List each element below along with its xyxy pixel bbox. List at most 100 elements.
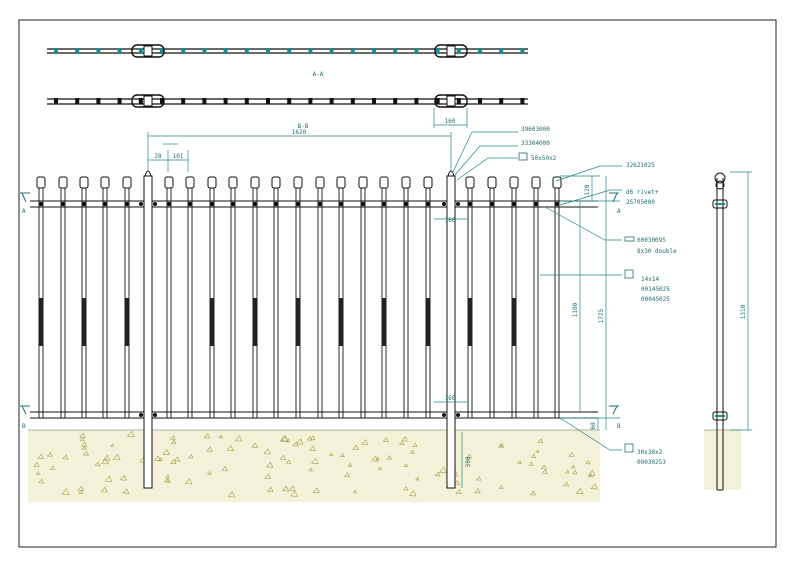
gravel-mark xyxy=(188,453,194,459)
end-gap-dim: 28 xyxy=(154,153,162,160)
plan-bar-section xyxy=(372,48,376,54)
rivet xyxy=(273,201,279,207)
plan-bar-section xyxy=(414,98,419,104)
gravel-mark xyxy=(403,463,409,468)
gravel-mark xyxy=(540,464,547,470)
rail-size: 8x30 double xyxy=(637,248,677,255)
gravel-mark xyxy=(535,449,540,453)
bar-twist-detail xyxy=(338,298,344,346)
rivet xyxy=(60,201,66,207)
gravel-mark xyxy=(474,488,481,494)
gravel-mark xyxy=(170,439,177,445)
plan-bar-section xyxy=(435,98,440,104)
gravel-mark xyxy=(564,469,570,474)
gravel-mark xyxy=(61,488,70,495)
plan-bar-section xyxy=(350,48,355,54)
plan-bar-section xyxy=(478,98,482,104)
plan-bar-section xyxy=(266,98,270,104)
gravel-mark xyxy=(588,473,593,478)
gravel-mark xyxy=(279,454,286,461)
spear-top-code: 32621025 xyxy=(626,162,655,169)
plan-bar-section xyxy=(138,48,143,54)
bottom-rail xyxy=(30,411,598,419)
top-offset-dim: 120 xyxy=(584,184,591,195)
gravel-mark xyxy=(530,490,536,496)
gravel-mark xyxy=(279,434,289,442)
gravel-mark xyxy=(38,478,45,484)
foot-section-symbol xyxy=(624,443,634,453)
plan-post-clamp xyxy=(434,44,468,58)
rivet xyxy=(102,201,108,207)
rivet xyxy=(317,201,323,207)
plan-bar-section xyxy=(181,48,186,54)
plan-bar-section xyxy=(287,98,292,104)
gravel-mark xyxy=(33,461,40,467)
bar-twist-detail xyxy=(467,298,473,346)
gravel-mark xyxy=(498,484,504,489)
spear-top xyxy=(465,176,475,189)
gravel-mark xyxy=(162,449,170,456)
gravel-mark xyxy=(288,485,296,491)
gravel-mark xyxy=(352,444,359,451)
gravel-mark xyxy=(119,474,127,481)
spear-top xyxy=(379,176,389,189)
post-rivet xyxy=(139,202,143,206)
bar-section-symbol xyxy=(624,269,634,279)
gravel-mark xyxy=(570,464,576,469)
plan-bar-section xyxy=(117,98,122,104)
plan-post-section xyxy=(143,45,153,57)
gravel-mark xyxy=(590,483,598,490)
post-band-top-dim: 160 xyxy=(445,217,456,224)
rivet xyxy=(38,201,44,207)
bar-twist-detail xyxy=(81,298,87,346)
gravel-mark xyxy=(412,442,418,448)
rivet xyxy=(489,201,495,207)
plan-bar-section xyxy=(75,98,80,104)
gravel-mark xyxy=(218,434,224,439)
plan-bar-section xyxy=(202,48,207,54)
gravel-mark xyxy=(339,453,345,458)
plan-bar-section xyxy=(223,98,228,104)
rail-code: 00030095 xyxy=(637,237,666,244)
gravel-mark xyxy=(398,440,405,446)
gravel-mark xyxy=(409,449,415,454)
gravel-mark xyxy=(328,452,334,457)
spear-top xyxy=(100,176,110,189)
bar-twist-detail xyxy=(425,298,431,346)
gravel-mark xyxy=(263,448,271,455)
ground xyxy=(28,430,600,502)
gravel-mark xyxy=(79,436,85,441)
gravel-mark xyxy=(285,459,292,464)
rivet-label: d6 rivet+ xyxy=(626,189,659,196)
gravel-mark xyxy=(434,471,441,477)
spear-top xyxy=(36,176,46,189)
post-rivet xyxy=(456,202,460,206)
fence-post xyxy=(143,175,153,489)
post-cap-leader xyxy=(452,131,518,173)
post-rivet xyxy=(442,413,446,417)
gravel-mark xyxy=(306,435,313,441)
plan-bar-section xyxy=(75,48,80,54)
rivet xyxy=(554,201,560,207)
spear-top xyxy=(358,176,368,189)
gravel-mark xyxy=(361,439,369,445)
bar-twist-detail xyxy=(511,298,517,346)
plan-bar-section xyxy=(96,48,101,54)
spear-top xyxy=(228,176,238,189)
fence-posts xyxy=(139,170,460,489)
overall-height-dim: 1725 xyxy=(598,308,605,323)
gravel-mark xyxy=(221,465,228,472)
rivet xyxy=(425,201,431,207)
post-profile-code: 33304000 xyxy=(521,140,550,147)
gravel-mark xyxy=(226,445,234,452)
rivet xyxy=(230,201,236,207)
gravel-mark xyxy=(282,485,290,492)
gravel-mark xyxy=(438,466,447,474)
gravel-mark xyxy=(102,454,111,461)
gravel-mark xyxy=(100,486,108,493)
section-marker-b-right: B xyxy=(617,423,621,430)
plan-bar-section xyxy=(54,98,58,104)
rivet xyxy=(360,201,366,207)
section-marker-a-right: A xyxy=(617,208,621,215)
